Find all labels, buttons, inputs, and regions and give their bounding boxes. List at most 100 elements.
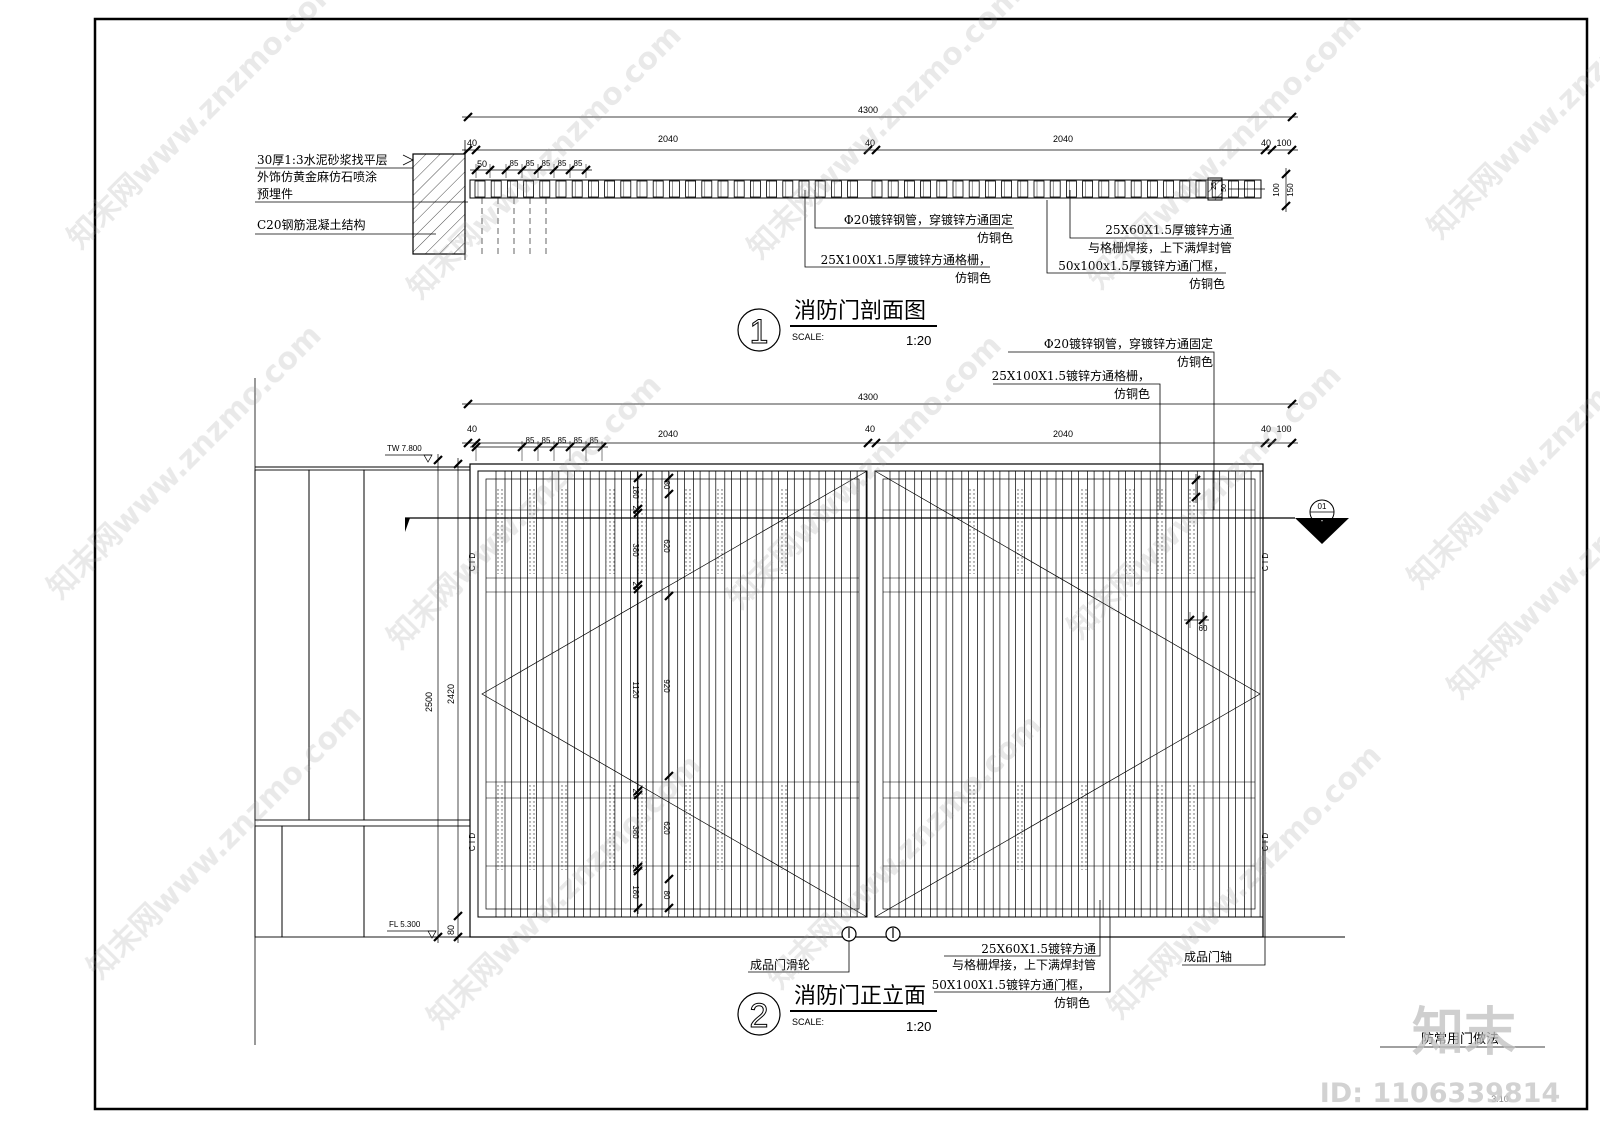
- watermark-text: 知末网www.znzmo.com: [1421, 0, 1600, 246]
- dim-tick: [633, 504, 643, 514]
- grille-bar: [636, 470, 647, 918]
- perforated-panel: [779, 784, 788, 870]
- dim-tick: [664, 473, 674, 483]
- dim-tick: [1287, 399, 1297, 409]
- elev-tag-2: C I D: [468, 833, 477, 851]
- section-grille-slat: [669, 180, 680, 198]
- grille-bar: [1030, 470, 1041, 918]
- dim-tick: [1281, 169, 1291, 179]
- section-dim-leaf-left: 2040: [658, 134, 678, 144]
- grille-bar: [652, 470, 663, 918]
- note-grille-2: 仿铜色: [955, 270, 991, 285]
- grille-bar: [1172, 470, 1182, 918]
- section-dim-right-gap: 40: [1261, 138, 1271, 148]
- section-grille-slat: [685, 180, 696, 198]
- dim-tick: [633, 473, 643, 483]
- section-grille-slat: [701, 180, 713, 198]
- perforated-panel: [559, 488, 568, 574]
- grille-bar: [715, 470, 726, 918]
- sheet-border: [93, 17, 1589, 1111]
- section-grille-slat: [1033, 180, 1045, 198]
- dim-tick: [1191, 475, 1201, 485]
- section-grille-slat: [636, 180, 648, 198]
- grille-bar: [1109, 470, 1120, 918]
- grille-bar: [825, 470, 836, 918]
- section-grille-slat: [798, 180, 810, 198]
- section-pitch-label: 85: [558, 159, 567, 168]
- section-scale-label: SCALE:: [792, 332, 824, 342]
- elev-note-roller: 成品门滑轮: [750, 957, 810, 972]
- note-pipe-2: 仿铜色: [977, 230, 1013, 245]
- elevation-grille-bars: [495, 470, 1261, 918]
- elev-note-frame-2: 仿铜色: [1054, 995, 1090, 1010]
- section-mark-sub: -: [1321, 516, 1324, 525]
- dim-tick: [1281, 201, 1291, 211]
- elev-note-pipe-2: 仿铜色: [1177, 354, 1213, 369]
- elevation-dimensions: [433, 399, 1298, 943]
- grille-bar: [1093, 470, 1104, 918]
- grille-bar: [841, 470, 851, 918]
- section-grille-slat: [733, 180, 745, 198]
- section-grille-slat: [604, 180, 615, 198]
- perforated-panel: [1126, 784, 1134, 870]
- section-grille-slat: [1130, 180, 1142, 198]
- vertical-dim-label: 620: [662, 821, 671, 835]
- elevation-pitch-label: 85: [574, 436, 583, 445]
- level-top: TW 7.800: [387, 444, 422, 453]
- elev-note-pipe-1: Φ20镀锌钢管，穿镀锌方通固定: [1044, 336, 1213, 351]
- vertical-dim-label: 20: [631, 789, 640, 798]
- perforated-panel: [496, 488, 505, 574]
- perforated-panel: [1157, 488, 1166, 574]
- watermark-text: 知末网www.znzmo.com: [41, 318, 329, 606]
- elevation-rails: [486, 509, 1255, 867]
- grille-bar: [574, 470, 584, 918]
- dim-tick: [1287, 145, 1297, 155]
- grille-bar: [968, 470, 978, 918]
- elev-dim-leaf-left: 2040: [658, 429, 678, 439]
- grille-bar: [889, 470, 900, 918]
- elev-note-tube-1: 25X60X1.5镀锌方通: [981, 941, 1096, 956]
- section-pitch-label: 85: [542, 159, 551, 168]
- elev-dim-height-total: 2500: [424, 692, 434, 712]
- section-dim-leaf-right: 2040: [1053, 134, 1073, 144]
- section-grille-slat: [831, 180, 842, 198]
- section-dim-left-gap: 40: [467, 138, 477, 148]
- perforated-panel: [527, 784, 536, 870]
- section-mark: 01: [1318, 502, 1327, 511]
- dim-tick: [633, 584, 643, 594]
- dim-tick: [664, 591, 674, 601]
- perforated-panel: [527, 488, 536, 574]
- note-tube-2: 与格栅焊接，上下满焊封管: [1088, 240, 1232, 255]
- elevation-scale: 1:20: [906, 1019, 931, 1034]
- dim-tick: [664, 903, 674, 913]
- elev-tag-3: C I D: [1261, 553, 1270, 571]
- section-grille-slat: [887, 180, 899, 198]
- grille-bar: [809, 470, 820, 918]
- elevation-pitch-label: 85: [558, 436, 567, 445]
- elev-dim-right-end: 100: [1276, 424, 1291, 434]
- elev-note-frame-1: 50X100X1.5镀锌方通门框，: [932, 977, 1090, 992]
- section-grille-slat: [871, 180, 883, 198]
- wall-panel: [363, 469, 471, 821]
- dim-tick: [1287, 112, 1297, 122]
- section-dim-first-offset: 50: [477, 159, 487, 169]
- dim-tick: [633, 580, 643, 590]
- grille-bar: [589, 470, 600, 918]
- dim-tick: [633, 786, 643, 796]
- elevation-pitch-label: 85: [590, 436, 599, 445]
- perforated-panel: [1078, 784, 1087, 870]
- section-grille-slat: [1147, 180, 1158, 198]
- grille-bar: [511, 470, 522, 918]
- section-pitch-label: 85: [526, 159, 535, 168]
- grille-bar: [1187, 470, 1198, 918]
- vertical-dim-label: 1120: [631, 681, 640, 699]
- elevation-scale-label: SCALE:: [792, 1017, 824, 1027]
- elev-dim-leaf-right: 2040: [1053, 429, 1073, 439]
- perforated-panel: [637, 784, 646, 870]
- elev-dim-total: 4300: [858, 392, 878, 402]
- note-frame-2: 仿铜色: [1189, 276, 1225, 291]
